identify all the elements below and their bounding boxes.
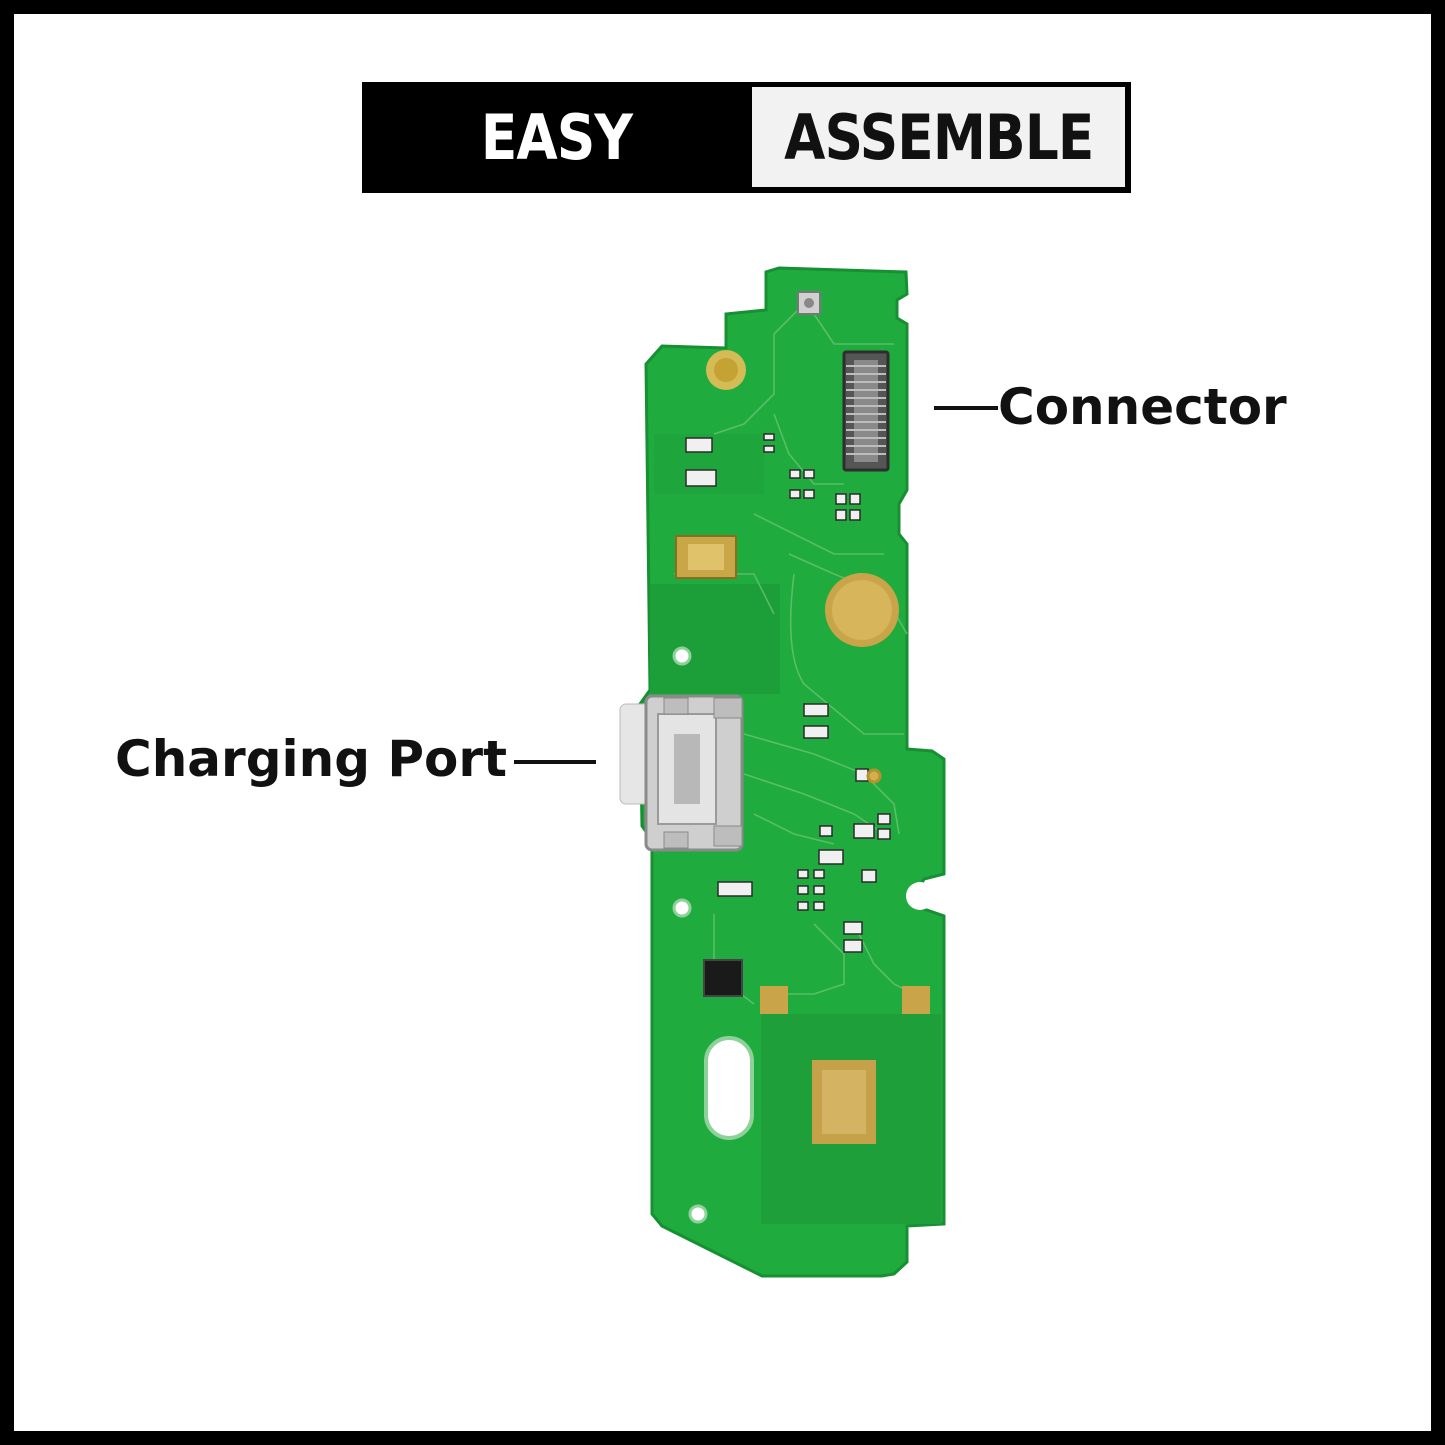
pcb-traces: [674, 303, 915, 1005]
gold-pad: [902, 986, 930, 1014]
connector-leader-line: [934, 406, 998, 410]
gold-pad: [760, 986, 788, 1014]
ic-chip: [703, 959, 743, 997]
banner-assemble-text: ASSEMBLE: [783, 100, 1094, 174]
image-frame: EASY ASSEMBLE: [14, 14, 1431, 1431]
pcb-board-image: [619, 266, 946, 1278]
pcb-dark-zone: [650, 584, 780, 694]
mounting-holes: [672, 646, 882, 1224]
banner-easy-text: EASY: [480, 101, 633, 174]
connector-label: Connector: [998, 378, 1287, 436]
board-connector: [842, 350, 890, 472]
banner-assemble-panel: ASSEMBLE: [752, 87, 1125, 187]
charging-port-label: Charging Port: [115, 730, 507, 788]
title-banner: EASY ASSEMBLE: [362, 82, 1131, 193]
smd-components: [685, 433, 891, 953]
charging-port-leader-line: [514, 760, 596, 764]
micro-usb-port: [619, 694, 744, 852]
oval-slot-hole: [704, 1036, 754, 1140]
